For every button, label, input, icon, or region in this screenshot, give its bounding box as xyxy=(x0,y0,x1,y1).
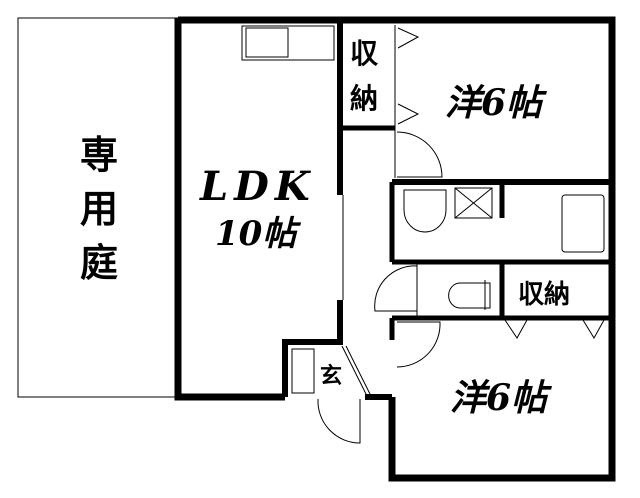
storage-label: 収納 xyxy=(518,279,570,310)
garden-label-1: 専 xyxy=(80,132,118,177)
garden-label-2: 用 xyxy=(80,186,118,231)
ldk-size-label: 10帖 xyxy=(215,214,301,254)
bedroom-bottom-door-icon xyxy=(396,321,441,368)
closet-top-label-2: 納 xyxy=(350,82,378,115)
washbasin-icon xyxy=(403,189,447,233)
entrance-step xyxy=(341,345,371,395)
washing-machine-icon xyxy=(454,187,493,219)
garden-label-3: 庭 xyxy=(80,240,118,285)
closet-top-label-1: 収 xyxy=(350,37,379,70)
toilet-door-icon xyxy=(374,265,418,312)
shoe-cabinet xyxy=(291,348,315,394)
toilet-icon xyxy=(448,280,491,310)
entrance-door-icon xyxy=(317,398,361,444)
ldk-label: LDK xyxy=(199,163,316,210)
kitchen-counter xyxy=(241,25,335,61)
entrance-label: 玄 xyxy=(320,363,342,389)
storage-door-icon xyxy=(504,319,605,339)
bedroom-top-door-icon xyxy=(396,131,443,178)
bedroom-bottom-label: 洋6帖 xyxy=(450,377,553,419)
walls xyxy=(174,16,616,482)
closet-door-icon xyxy=(397,27,420,125)
kitchen-sink xyxy=(245,27,289,58)
bathtub-icon xyxy=(561,194,605,253)
bedroom-top-label: 洋6帖 xyxy=(445,82,548,124)
